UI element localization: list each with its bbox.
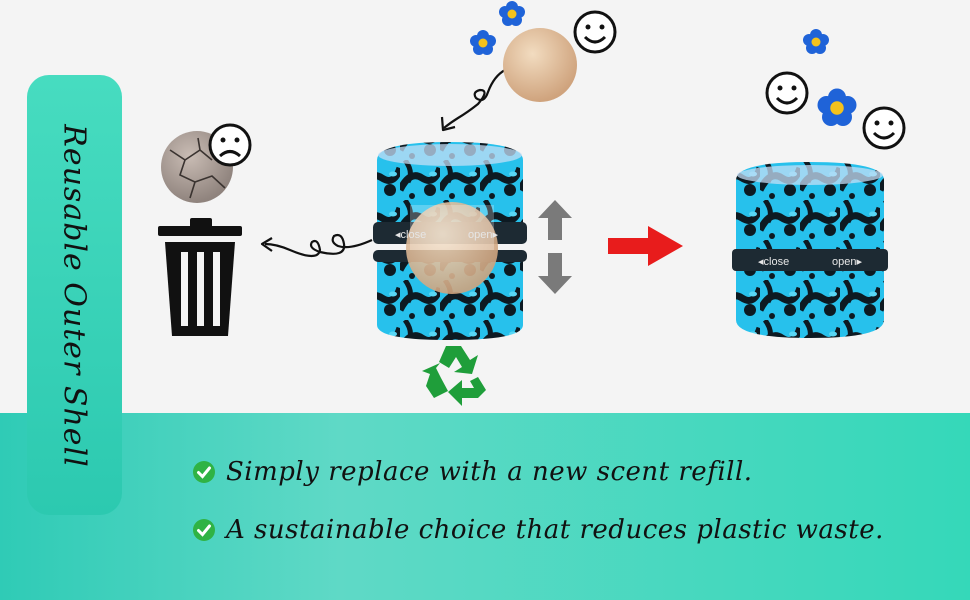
check-icon bbox=[193, 461, 215, 483]
bullet-text: Simply replace with a new scent refill. bbox=[226, 457, 753, 487]
flower-icon bbox=[470, 30, 496, 55]
bullet-item: A sustainable choice that reduces plasti… bbox=[192, 515, 884, 545]
up-down-arrows-icon bbox=[538, 200, 572, 294]
bullet-item: Simply replace with a new scent refill. bbox=[192, 457, 753, 487]
check-icon bbox=[193, 519, 215, 541]
open-capsule bbox=[373, 142, 527, 340]
flower-icon bbox=[803, 29, 829, 54]
curly-arrow-down-icon bbox=[440, 69, 506, 132]
teal-footer-band bbox=[0, 413, 970, 600]
bullet-text: A sustainable choice that reduces plasti… bbox=[226, 515, 884, 545]
close-label: ◂close bbox=[395, 229, 426, 241]
happy-face-icon bbox=[862, 106, 906, 150]
flower-icon bbox=[817, 88, 857, 126]
new-refill-ball bbox=[503, 28, 577, 102]
flower-icon bbox=[499, 1, 525, 26]
sad-face-icon bbox=[208, 123, 252, 167]
trash-can-icon bbox=[158, 218, 242, 336]
recycle-icon bbox=[422, 346, 486, 406]
closed-capsule bbox=[732, 162, 888, 338]
happy-face-icon bbox=[765, 71, 809, 115]
close-label-closed: ◂close bbox=[758, 256, 789, 268]
curly-arrow-left-icon bbox=[260, 233, 373, 258]
side-tab bbox=[27, 75, 122, 515]
right-arrow-icon bbox=[608, 226, 683, 266]
open-label: open▸ bbox=[468, 229, 498, 241]
happy-face-icon bbox=[573, 10, 617, 54]
open-label-closed: open▸ bbox=[832, 256, 862, 268]
